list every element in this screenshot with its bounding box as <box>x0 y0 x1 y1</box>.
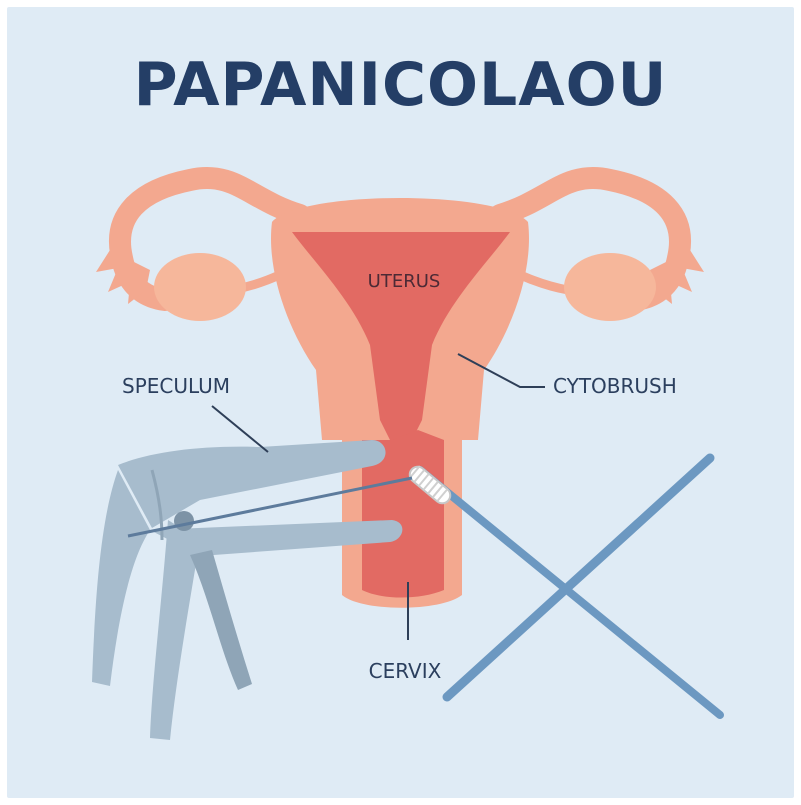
left-ovary <box>154 253 246 321</box>
speculum-label: SPECULUM <box>122 374 230 398</box>
cytobrush-label: CYTOBRUSH <box>553 374 677 398</box>
uterus-label: UTERUS <box>368 271 441 292</box>
speculum-leader-line <box>212 406 268 452</box>
cervix-label: CERVIX <box>369 659 442 683</box>
right-ovary <box>564 253 656 321</box>
spatula-stick <box>447 458 710 697</box>
